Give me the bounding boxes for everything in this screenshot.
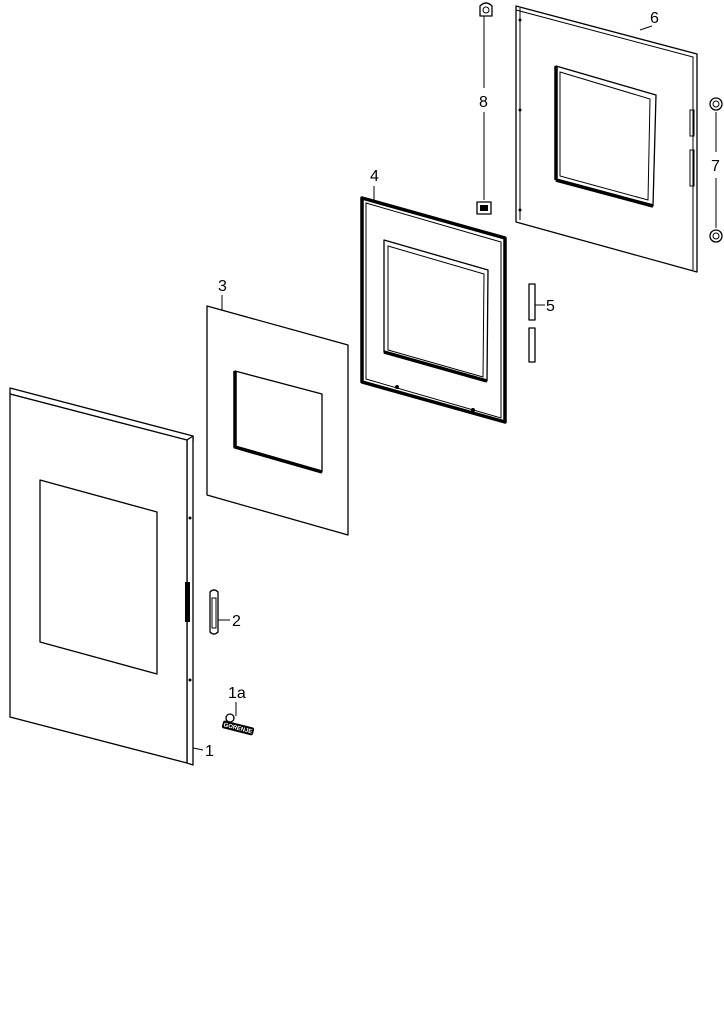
part-6-rear-frame bbox=[515, 5, 698, 273]
label-part-2: 2 bbox=[232, 613, 241, 630]
part-1-outer-door bbox=[9, 387, 194, 766]
part-2-handle bbox=[209, 589, 230, 635]
part-3-glass-panel bbox=[206, 305, 349, 536]
label-part-7: 7 bbox=[711, 158, 720, 175]
part-7-hinge-rings bbox=[709, 97, 723, 243]
part-8-hinge-cable bbox=[476, 2, 493, 215]
label-part-5: 5 bbox=[546, 298, 555, 315]
part-5-strips bbox=[528, 283, 545, 363]
part-1a-logo-badge: GORENJE bbox=[221, 702, 255, 735]
label-part-6: 6 bbox=[650, 10, 659, 27]
label-part-4: 4 bbox=[370, 168, 379, 185]
label-part-8: 8 bbox=[479, 94, 488, 111]
label-part-1: 1 bbox=[205, 743, 214, 760]
part-4-inner-frame bbox=[360, 196, 507, 424]
label-part-1a: 1a bbox=[228, 685, 246, 702]
label-part-3: 3 bbox=[218, 278, 227, 295]
